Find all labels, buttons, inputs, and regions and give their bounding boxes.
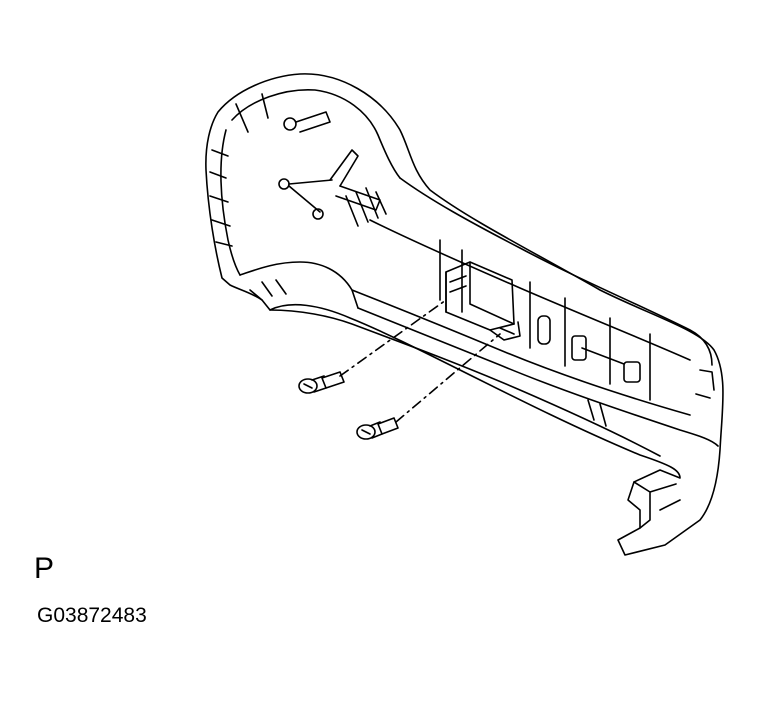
- installation-line: [395, 333, 501, 423]
- screw: [356, 417, 399, 440]
- electronic-module: [445, 261, 521, 341]
- screw: [298, 371, 345, 394]
- console-panel-shell: [205, 73, 724, 556]
- view-letter: P: [34, 552, 55, 585]
- installation-line: [339, 299, 447, 377]
- figure-code: G03872483: [37, 604, 147, 627]
